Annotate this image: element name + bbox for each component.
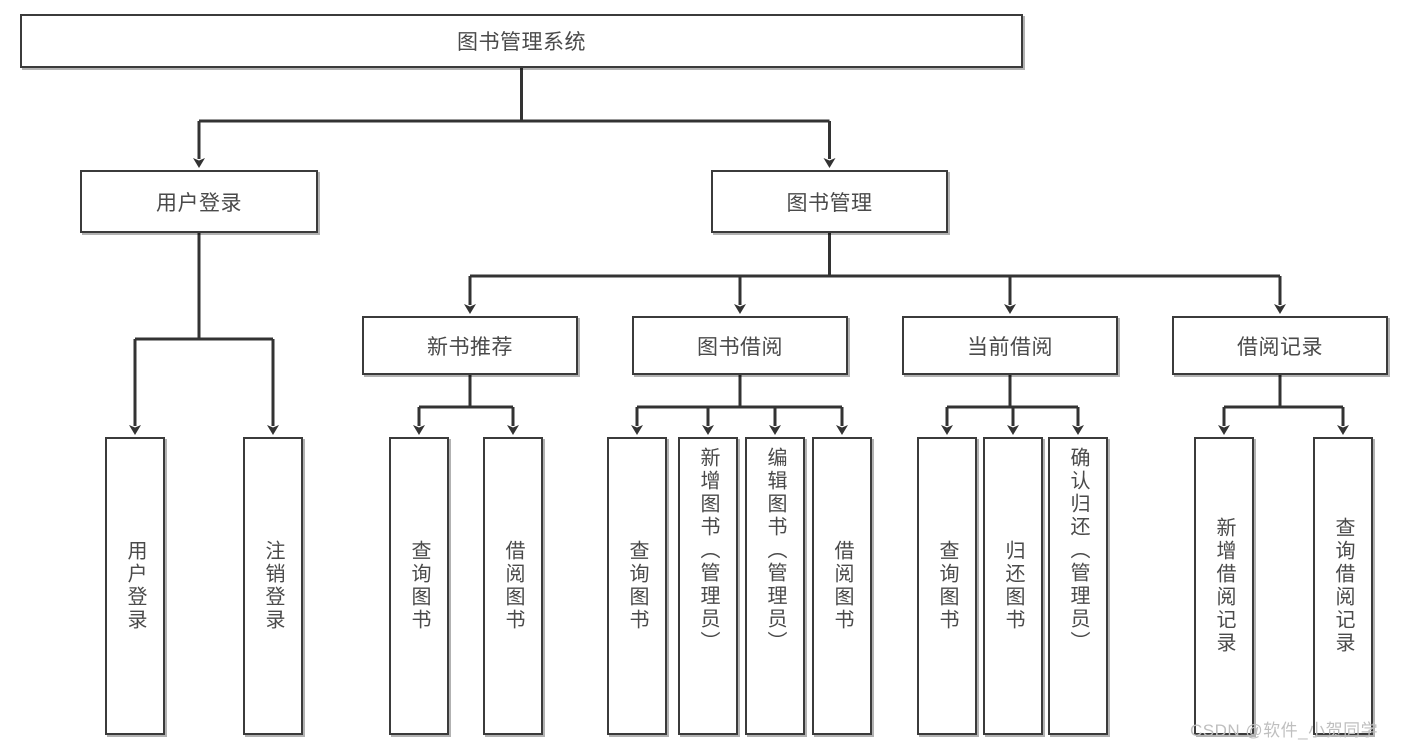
node-label: 图书管理 xyxy=(786,191,873,215)
node-leaf-borrow-book[interactable]: 借阅图书 xyxy=(812,437,872,735)
node-leaf-user-logout[interactable]: 注销登录 xyxy=(243,437,303,735)
node-label: 归还图书 xyxy=(1002,540,1024,632)
node-leaf-borrow-book-rec[interactable]: 借阅图书 xyxy=(483,437,543,735)
node-label: 用户登录 xyxy=(124,540,146,632)
node-label: 图书管理系统 xyxy=(457,31,586,54)
node-label: 新书推荐 xyxy=(427,335,513,359)
node-label: 图书借阅 xyxy=(697,335,783,359)
node-label: 用户登录 xyxy=(156,191,242,215)
node-label: 新增图书（管理员） xyxy=(697,447,719,654)
node-leaf-user-login[interactable]: 用户登录 xyxy=(105,437,165,735)
node-current-borrow[interactable]: 当前借阅 xyxy=(902,316,1118,375)
node-leaf-edit-book[interactable]: 编辑图书（管理员） xyxy=(745,437,805,735)
node-label: 查询借阅记录 xyxy=(1332,517,1354,655)
node-root[interactable]: 图书管理系统 xyxy=(20,14,1023,68)
node-book-borrow[interactable]: 图书借阅 xyxy=(632,316,848,375)
node-label: 注销登录 xyxy=(262,540,284,632)
node-label: 当前借阅 xyxy=(967,335,1053,359)
node-leaf-query-book-borrow[interactable]: 查询图书 xyxy=(607,437,667,735)
node-label: 编辑图书（管理员） xyxy=(764,447,786,654)
node-label: 借阅图书 xyxy=(502,540,524,632)
node-leaf-query-book-cur[interactable]: 查询图书 xyxy=(917,437,977,735)
node-book-manage[interactable]: 图书管理 xyxy=(711,170,948,233)
node-leaf-return-book[interactable]: 归还图书 xyxy=(983,437,1043,735)
node-leaf-add-book[interactable]: 新增图书（管理员） xyxy=(678,437,738,735)
node-user-login[interactable]: 用户登录 xyxy=(80,170,318,233)
node-leaf-query-record[interactable]: 查询借阅记录 xyxy=(1313,437,1373,735)
node-new-book-rec[interactable]: 新书推荐 xyxy=(362,316,578,375)
node-label: 确认归还（管理员） xyxy=(1067,447,1089,654)
node-label: 查询图书 xyxy=(936,540,958,632)
node-label: 借阅图书 xyxy=(831,540,853,632)
watermark-label: CSDN @软件_小贺同学 xyxy=(1190,721,1379,740)
node-leaf-confirm-return[interactable]: 确认归还（管理员） xyxy=(1048,437,1108,735)
node-label: 新增借阅记录 xyxy=(1213,517,1235,655)
node-leaf-query-book-rec[interactable]: 查询图书 xyxy=(389,437,449,735)
node-label: 查询图书 xyxy=(408,540,430,632)
node-label: 借阅记录 xyxy=(1237,335,1323,359)
node-leaf-add-record[interactable]: 新增借阅记录 xyxy=(1194,437,1254,735)
node-label: 查询图书 xyxy=(626,540,648,632)
node-borrow-record[interactable]: 借阅记录 xyxy=(1172,316,1388,375)
